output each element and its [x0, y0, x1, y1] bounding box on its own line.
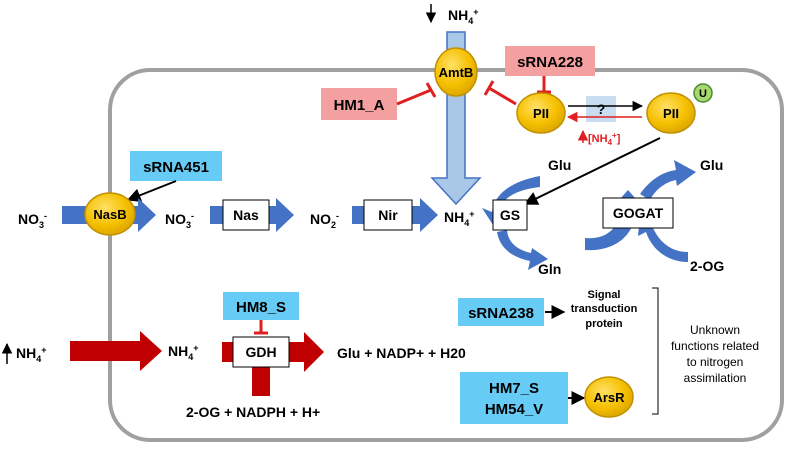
glu-right-label: Glu	[700, 157, 723, 173]
no3-left-label: NO3-	[18, 211, 47, 230]
hm54v-label: HM54_V	[485, 401, 543, 418]
srna238-label: sRNA238	[468, 305, 534, 322]
hm7s-hm54v-box	[460, 372, 568, 424]
hm1a-box	[321, 88, 397, 120]
pii-left-label: PII	[533, 106, 549, 121]
gs-box	[492, 199, 528, 231]
no3-mid-label: NO3-	[165, 211, 194, 230]
nas-box	[222, 199, 270, 231]
no2-label: NO2-	[310, 211, 339, 230]
nh4-uptake-arrow	[70, 331, 162, 371]
unknown-line-4: assimilation	[684, 371, 747, 385]
signal-line-3: protein	[585, 318, 623, 330]
gogat-box	[602, 197, 674, 229]
gdh-products-label: Glu + NADP+ + H20	[337, 345, 466, 361]
hm7s-label: HM7_S	[489, 380, 539, 397]
unknown-line-2: functions related	[671, 339, 759, 353]
hm1a-inhibition-bar	[425, 82, 437, 98]
uridyl-group	[693, 83, 713, 103]
gdh-cofactor-arrow	[252, 364, 270, 396]
nh4-condition-label: [NH4+]	[588, 131, 621, 147]
arsr-label: ArsR	[593, 390, 625, 405]
uridyl-label: U	[699, 88, 707, 100]
nas-label: Nas	[233, 207, 259, 223]
gs-label: GS	[500, 207, 520, 223]
gln-label: Gln	[538, 261, 561, 277]
grouping-bracket	[652, 287, 659, 415]
signal-line-2: transduction	[571, 303, 638, 315]
pii-right-protein	[646, 92, 696, 134]
hm8s-box	[223, 292, 299, 320]
nh4-top-label: NH4+	[448, 7, 479, 26]
srna238-box	[458, 298, 544, 326]
glu-left-label: Glu	[548, 157, 571, 173]
arsr-protein	[584, 376, 634, 418]
nir-box	[363, 199, 413, 231]
gdh-box	[232, 336, 290, 368]
gdh-label: GDH	[245, 344, 276, 360]
nasb-protein	[84, 192, 136, 236]
srna228-box	[505, 46, 595, 76]
hm1a-label: HM1_A	[334, 97, 385, 114]
srna451-label: sRNA451	[143, 159, 209, 176]
gs-to-gln-curve	[497, 230, 548, 270]
srna451-arrow	[126, 180, 177, 202]
nir-label: Nir	[378, 207, 398, 223]
gogat-to-glu-curve	[640, 160, 696, 200]
unknown-line-1: Unknown	[690, 323, 740, 337]
gdh-substrates-label: 2-OG + NADPH + H+	[186, 404, 320, 420]
nh4-left-label: NH4+	[16, 345, 47, 364]
srna451-box	[130, 151, 222, 181]
hm1a-inhibition-line	[396, 88, 432, 106]
srna228-label: sRNA228	[517, 54, 583, 71]
unknown-enzyme-label: ?	[597, 101, 606, 117]
amtb-label: AmtB	[439, 65, 474, 80]
pii-right-label: PII	[663, 106, 679, 121]
amtb-protein	[434, 47, 478, 97]
nh4-mid-label: NH4+	[444, 209, 475, 228]
pii-inhibition-line	[488, 86, 517, 106]
pii-inhibition-bar	[483, 80, 495, 96]
pii-gs-arrow	[523, 137, 661, 205]
nasb-label: NasB	[93, 207, 126, 222]
gogat-label: GOGAT	[613, 205, 664, 221]
hm8s-label: HM8_S	[236, 299, 286, 316]
og-right-label: 2-OG	[690, 258, 724, 274]
nh4-gdh-label: NH4+	[168, 343, 199, 362]
signal-line-1: Signal	[587, 289, 620, 301]
unknown-line-3: to nitrogen	[687, 355, 744, 369]
pii-left-protein	[516, 92, 566, 134]
